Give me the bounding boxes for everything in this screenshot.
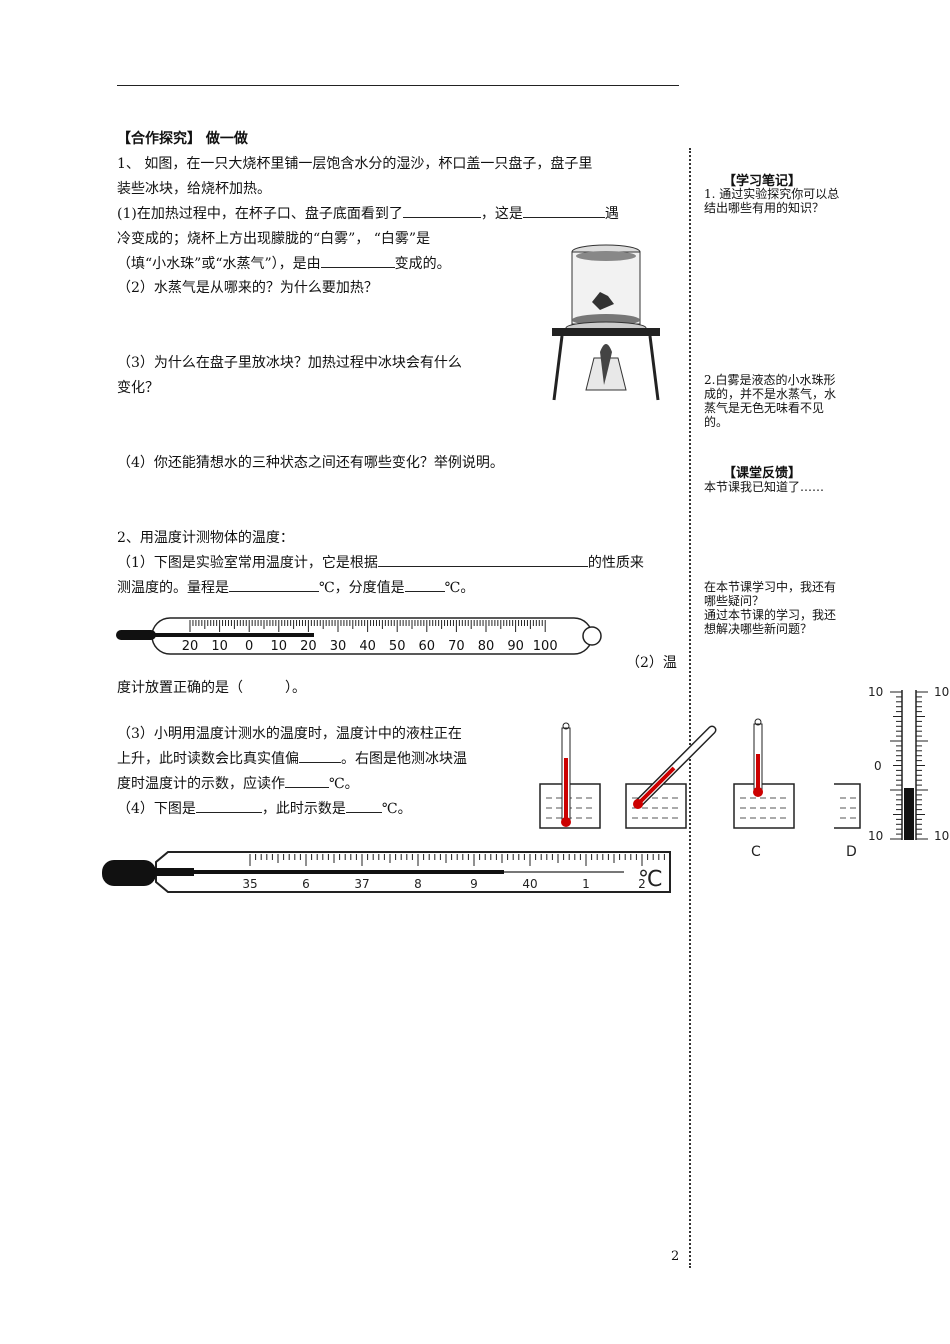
q2-l8b: ℃。 [329, 776, 359, 792]
scale-label: 20 [182, 639, 199, 654]
q1-l3b: ，这是 [480, 206, 523, 222]
notes-title: 【学习笔记】 [723, 174, 802, 189]
q2-l9b: ，此时示数是 [261, 801, 346, 817]
feedback-new-problems: 通过本节课的学习，我还想解决哪些新问题？ [704, 608, 837, 636]
q2-line-9: （4）下图是 ，此时示数是 ℃。 [117, 798, 412, 820]
option-d-label: D [846, 844, 857, 860]
q1-line-5: （填“小水珠”或“水蒸气”），是由 变成的。 [117, 253, 451, 275]
scale-label: 90 [507, 639, 524, 654]
scale-label: 60 [419, 639, 436, 654]
scale-label: 8 [414, 877, 422, 891]
q2-l2b: 的性质来 [587, 555, 644, 571]
q1-line-6: （2）水蒸气是从哪来的？为什么要加热？ [117, 280, 378, 296]
scale-label: 50 [389, 639, 406, 654]
q2-line-1: 2、用温度计测物体的温度： [117, 530, 294, 546]
scale-label: 6 [302, 877, 310, 891]
note-1: 1. 通过实验探究你可以总结出哪些有用的知识？ [704, 187, 840, 215]
answer-blank[interactable] [345, 798, 382, 813]
ice-scale-bottom-left: 10 [868, 829, 883, 843]
q1-line-1: 1、 如图，在一只大烧杯里铺一层饱含水分的湿沙，杯口盖一只盘子，盘子里 [117, 156, 593, 172]
feedback-known: 本节课我已知道了…… [704, 480, 825, 494]
scale-label: 37 [354, 877, 369, 891]
ice-scale-bottom-right: 10 [934, 829, 949, 843]
scale-label: 40 [522, 877, 537, 891]
option-b-beaker[interactable] [625, 725, 717, 829]
q2-line-8: 度时温度计的示数，应读作 ℃。 [117, 773, 359, 795]
q1-l3a: (1)在加热过程中，在杯子口、盘子底面看到了 [117, 206, 403, 222]
header-rule [117, 85, 679, 86]
scale-label: 10 [271, 639, 288, 654]
section-title: 【合作探究】 做一做 [117, 131, 248, 147]
q2-line-4: （2）温 [626, 655, 677, 671]
scale-label: 80 [478, 639, 495, 654]
scale-label: 30 [330, 639, 347, 654]
answer-blank[interactable] [299, 748, 341, 763]
q2-l8a: 度时温度计的示数，应读作 [117, 776, 285, 792]
scale-label: 10 [211, 639, 228, 654]
q2-l2a: （1）下图是实验室常用温度计，它是根据 [117, 555, 378, 571]
q1-line-8: 变化？ [117, 380, 159, 396]
answer-blank[interactable] [404, 577, 445, 592]
q2-line-6: （3）小明用温度计测水的温度时，温度计中的液柱正在 [117, 726, 462, 742]
q2-l3c: ℃。 [444, 580, 475, 596]
scale-label: 2 [638, 877, 646, 891]
ice-scale-top-left: 10 [868, 685, 883, 699]
scale-label: 40 [359, 639, 376, 654]
q2-l3a: 测温度的。量程是 [117, 580, 229, 596]
beaker-apparatus-illustration [552, 244, 660, 401]
answer-blank[interactable] [402, 203, 481, 218]
thermometer-placement-options: C D [539, 718, 861, 860]
celsius-symbol: ℃ [638, 867, 663, 892]
note-2: 2.白雾是液态的小水珠形成的，并不是水蒸气，水蒸气是无色无味看不见的。 [704, 373, 837, 429]
ice-scale-mid: 0 [874, 759, 882, 773]
answer-blank[interactable] [285, 773, 329, 788]
q2-line-5: 度计放置正确的是（ ）。 [117, 680, 306, 696]
option-d-beaker[interactable]: D [834, 783, 861, 860]
q1-line-3: (1)在加热过程中，在杯子口、盘子底面看到了 ，这是 遇 [117, 203, 619, 225]
scale-label: 35 [242, 877, 257, 891]
q1-line-2: 装些冰块，给烧杯加热。 [117, 181, 271, 197]
option-c-label: C [751, 844, 761, 860]
scale-label: 20 [300, 639, 317, 654]
answer-blank[interactable] [195, 798, 262, 813]
q2-line-2: （1）下图是实验室常用温度计，它是根据 的性质来 [117, 552, 644, 574]
q1-line-7: （3）为什么在盘子里放冰块？加热过程中冰块会有什么 [117, 355, 462, 371]
q1-line-4: 冷变成的；烧杯上方出现朦胧的“白雾”， “白雾”是 [117, 231, 431, 247]
q1-l5b: 变成的。 [394, 256, 451, 272]
clinical-thermometer: 35 6 37 8 9 40 1 2 ℃ [102, 851, 671, 893]
q1-line-9: （4）你还能猜想水的三种状态之间还有哪些变化？举例说明。 [117, 455, 504, 471]
q2-l9c: ℃。 [381, 801, 412, 817]
answer-blank[interactable] [522, 203, 605, 218]
page-number: 2 [671, 1249, 680, 1264]
feedback-title: 【课堂反馈】 [723, 466, 802, 481]
feedback-questions: 在本节课学习中，我还有哪些疑问？ [704, 580, 837, 608]
scale-label: 70 [448, 639, 465, 654]
scale-label: 100 [533, 639, 558, 654]
q2-l7a: 上升，此时读数会比真实值偏 [117, 751, 299, 767]
answer-blank[interactable] [229, 577, 319, 592]
answer-blank[interactable] [377, 552, 588, 567]
q2-l3b: ℃，分度值是 [319, 580, 405, 596]
q2-l9a: （4）下图是 [117, 801, 196, 817]
sidebar-divider [689, 148, 691, 1268]
scale-label: 1 [582, 877, 590, 891]
scale-label: 0 [245, 639, 253, 654]
q2-line-3: 测温度的。量程是 ℃，分度值是 ℃。 [117, 577, 474, 599]
q1-l3c: 遇 [604, 206, 619, 222]
q1-l5a: （填“小水珠”或“水蒸气”），是由 [117, 256, 321, 272]
ice-thermometer-scale: 10 10 0 10 10 [868, 685, 949, 843]
ice-scale-top-right: 10 [934, 685, 949, 699]
scale-label: 9 [470, 877, 478, 891]
q2-line-7: 上升，此时读数会比真实值偏 。右图是他测冰块温 [117, 748, 467, 770]
answer-blank[interactable] [320, 253, 395, 268]
option-c-beaker[interactable]: C [733, 718, 795, 860]
option-a-beaker[interactable] [539, 722, 601, 829]
q2-l7b: 。右图是他测冰块温 [341, 751, 467, 767]
